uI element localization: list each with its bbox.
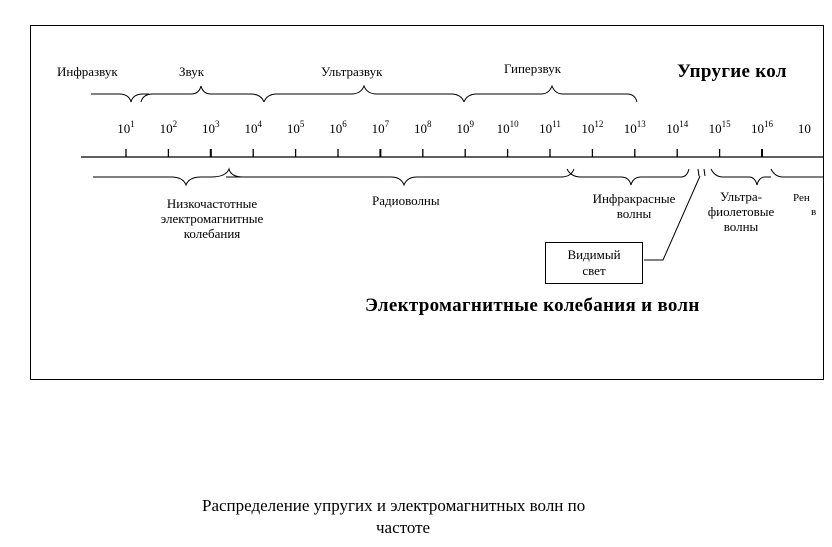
brace-xray [770,168,823,178]
tick-base: 10 [117,121,131,136]
tick-label-16: 1016 [751,119,773,137]
tick-exponent: 11 [552,119,561,129]
brace-low-frequency [93,167,263,187]
tick-exponent: 3 [215,119,220,129]
tick-base: 10 [581,121,595,136]
label-low-frequency-line2: электромагнитные [160,211,264,226]
tick-label-11: 1011 [539,119,561,137]
label-low-frequency-line1: Низкочастотные [166,196,258,211]
visible-light-pointer [644,175,701,261]
tick-base: 10 [496,121,510,136]
label-sound: Звук [179,64,205,79]
brace-radio [226,168,575,187]
label-xray-line2: в [811,206,817,218]
caption-line2: частоте [376,518,431,537]
label-ultraviolet: Ультра- фиолетовые волны [699,189,783,234]
label-infrared-line2: волны [616,206,652,221]
tick-base: 10 [751,121,764,136]
tick-base: 10 [244,121,258,136]
tick-exponent: 8 [427,119,432,129]
tick-exponent: 14 [679,119,689,129]
tick-base: 10 [623,121,637,136]
label-xray-line1: Рен [793,192,810,204]
tick-base: 10 [797,121,811,136]
visible-light-line2: свет [582,263,606,278]
tick-exponent: 10 [509,119,519,129]
tick-label-9: 109 [456,119,474,137]
tick-exponent: 6 [342,119,347,129]
tick-exponent: 5 [299,119,305,129]
tick-base: 10 [202,121,216,136]
brace-hypersound [463,84,638,103]
tick-base: 10 [708,121,722,136]
tick-base: 10 [414,121,428,136]
tick-base: 10 [159,121,173,136]
tick-label-3: 103 [202,119,220,137]
tick-label-cut: 10 [798,121,811,137]
figure-caption: Распределение упругих и электромагнитных… [202,495,812,539]
tick-exponent: 2 [172,119,178,129]
tick-label-10: 1010 [496,119,519,137]
label-hypersound: Гиперзвук [504,61,562,76]
tick-exponent: 15 [721,119,731,129]
tick-base: 10 [286,121,300,136]
tick-label-2: 102 [159,119,178,137]
tick-label-12: 1012 [581,119,604,137]
tick-exponent: 4 [257,119,262,129]
tick-base: 10 [539,121,553,136]
brace-infrared [566,168,690,186]
label-infrasound: Инфразвук [57,64,118,79]
tick-label-14: 1014 [666,119,689,137]
visible-light-line1: Видимый [567,247,621,262]
tick-exponent: 9 [469,119,474,129]
label-xray: Рен в [793,191,816,219]
tick-base: 10 [666,121,680,136]
tick-base: 10 [371,121,385,136]
label-low-frequency-line3: колебания [183,226,241,241]
em-waves-title: Электромагнитные колебания и волн [365,295,700,316]
tick-label-13: 1013 [623,119,646,137]
label-infrared: Инфракрасные волны [569,191,699,221]
tick-base: 10 [329,121,343,136]
elastic-waves-title: Упругие кол [677,61,787,82]
label-ultraviolet-line1: Ультра- [719,189,763,204]
brace-sound [140,85,265,103]
diagram-frame: Инфразвук Звук Ультразвук Гиперзвук Упру… [30,25,824,380]
label-infrared-line1: Инфракрасные [592,191,676,206]
tick-exponent: 1 [130,119,135,129]
label-ultraviolet-line3: волны [723,219,759,234]
tick-label-15: 1015 [708,119,731,137]
tick-base: 10 [456,121,470,136]
tick-exponent: 7 [384,119,390,129]
brace-ultraviolet [710,168,771,186]
tick-label-6: 106 [329,119,347,137]
brace-ultrasound [263,84,465,103]
tick-exponent: 12 [594,119,604,129]
label-low-frequency: Низкочастотные электромагнитные колебани… [117,196,307,241]
diagram-lines [81,84,823,261]
label-radio: Радиоволны [372,193,440,208]
tick-exponent: 16 [764,119,773,129]
tick-exponent: 13 [636,119,646,129]
label-ultrasound: Ультразвук [321,64,383,79]
tick-label-4: 104 [244,119,262,137]
label-ultraviolet-line2: фиолетовые [707,204,775,219]
visible-light-box: Видимый свет [545,242,643,284]
brace-infrasound [91,93,149,103]
caption-line1: Распределение упругих и электромагнитных… [202,496,586,515]
tick-label-8: 108 [414,119,432,137]
tick-label-5: 105 [286,119,305,137]
tick-label-7: 107 [371,119,390,137]
tick-label-1: 101 [117,119,135,137]
